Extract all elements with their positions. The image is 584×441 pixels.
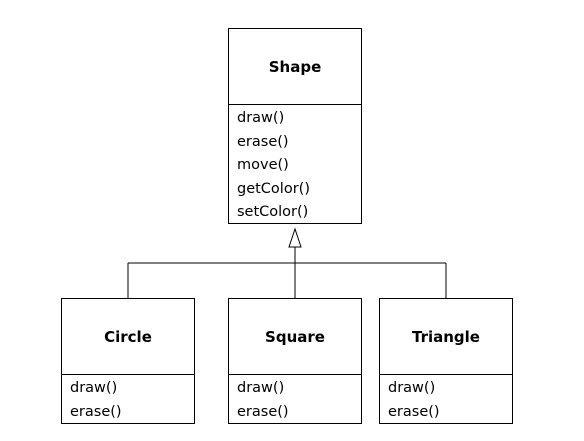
triangle-class-name-section: Triangle [380,299,512,375]
circle-method-erase: erase() [70,403,122,420]
square-class-name-section: Square [229,299,361,375]
shape-method-erase: erase() [237,133,289,150]
square-class-box: Square draw() erase() [228,298,362,424]
generalization-arrowhead [288,227,302,248]
triangle-method-erase: erase() [388,403,440,420]
shape-class-box: Shape draw() erase() move() getColor() s… [228,28,362,224]
shape-class-name-section: Shape [229,29,361,105]
square-method-erase: erase() [237,403,289,420]
triangle-method-draw: draw() [388,380,436,396]
circle-class-name: Circle [104,327,152,346]
square-class-name: Square [265,327,325,346]
shape-method-move: move() [237,157,289,173]
circle-class-methods: draw() erase() [62,375,194,424]
triangle-class-box: Triangle draw() erase() [379,298,513,424]
shape-method-draw: draw() [237,110,285,126]
shape-method-setcolor: setColor() [237,204,309,220]
triangle-class-methods: draw() erase() [380,375,512,424]
circle-method-draw: draw() [70,380,118,396]
triangle-class-name: Triangle [412,327,480,346]
circle-class-name-section: Circle [62,299,194,375]
shape-method-getcolor: getColor() [237,180,310,197]
square-method-draw: draw() [237,380,285,396]
square-class-methods: draw() erase() [229,375,361,424]
shape-class-name: Shape [268,57,322,76]
shape-class-methods: draw() erase() move() getColor() setColo… [229,105,361,225]
circle-class-box: Circle draw() erase() [61,298,195,424]
